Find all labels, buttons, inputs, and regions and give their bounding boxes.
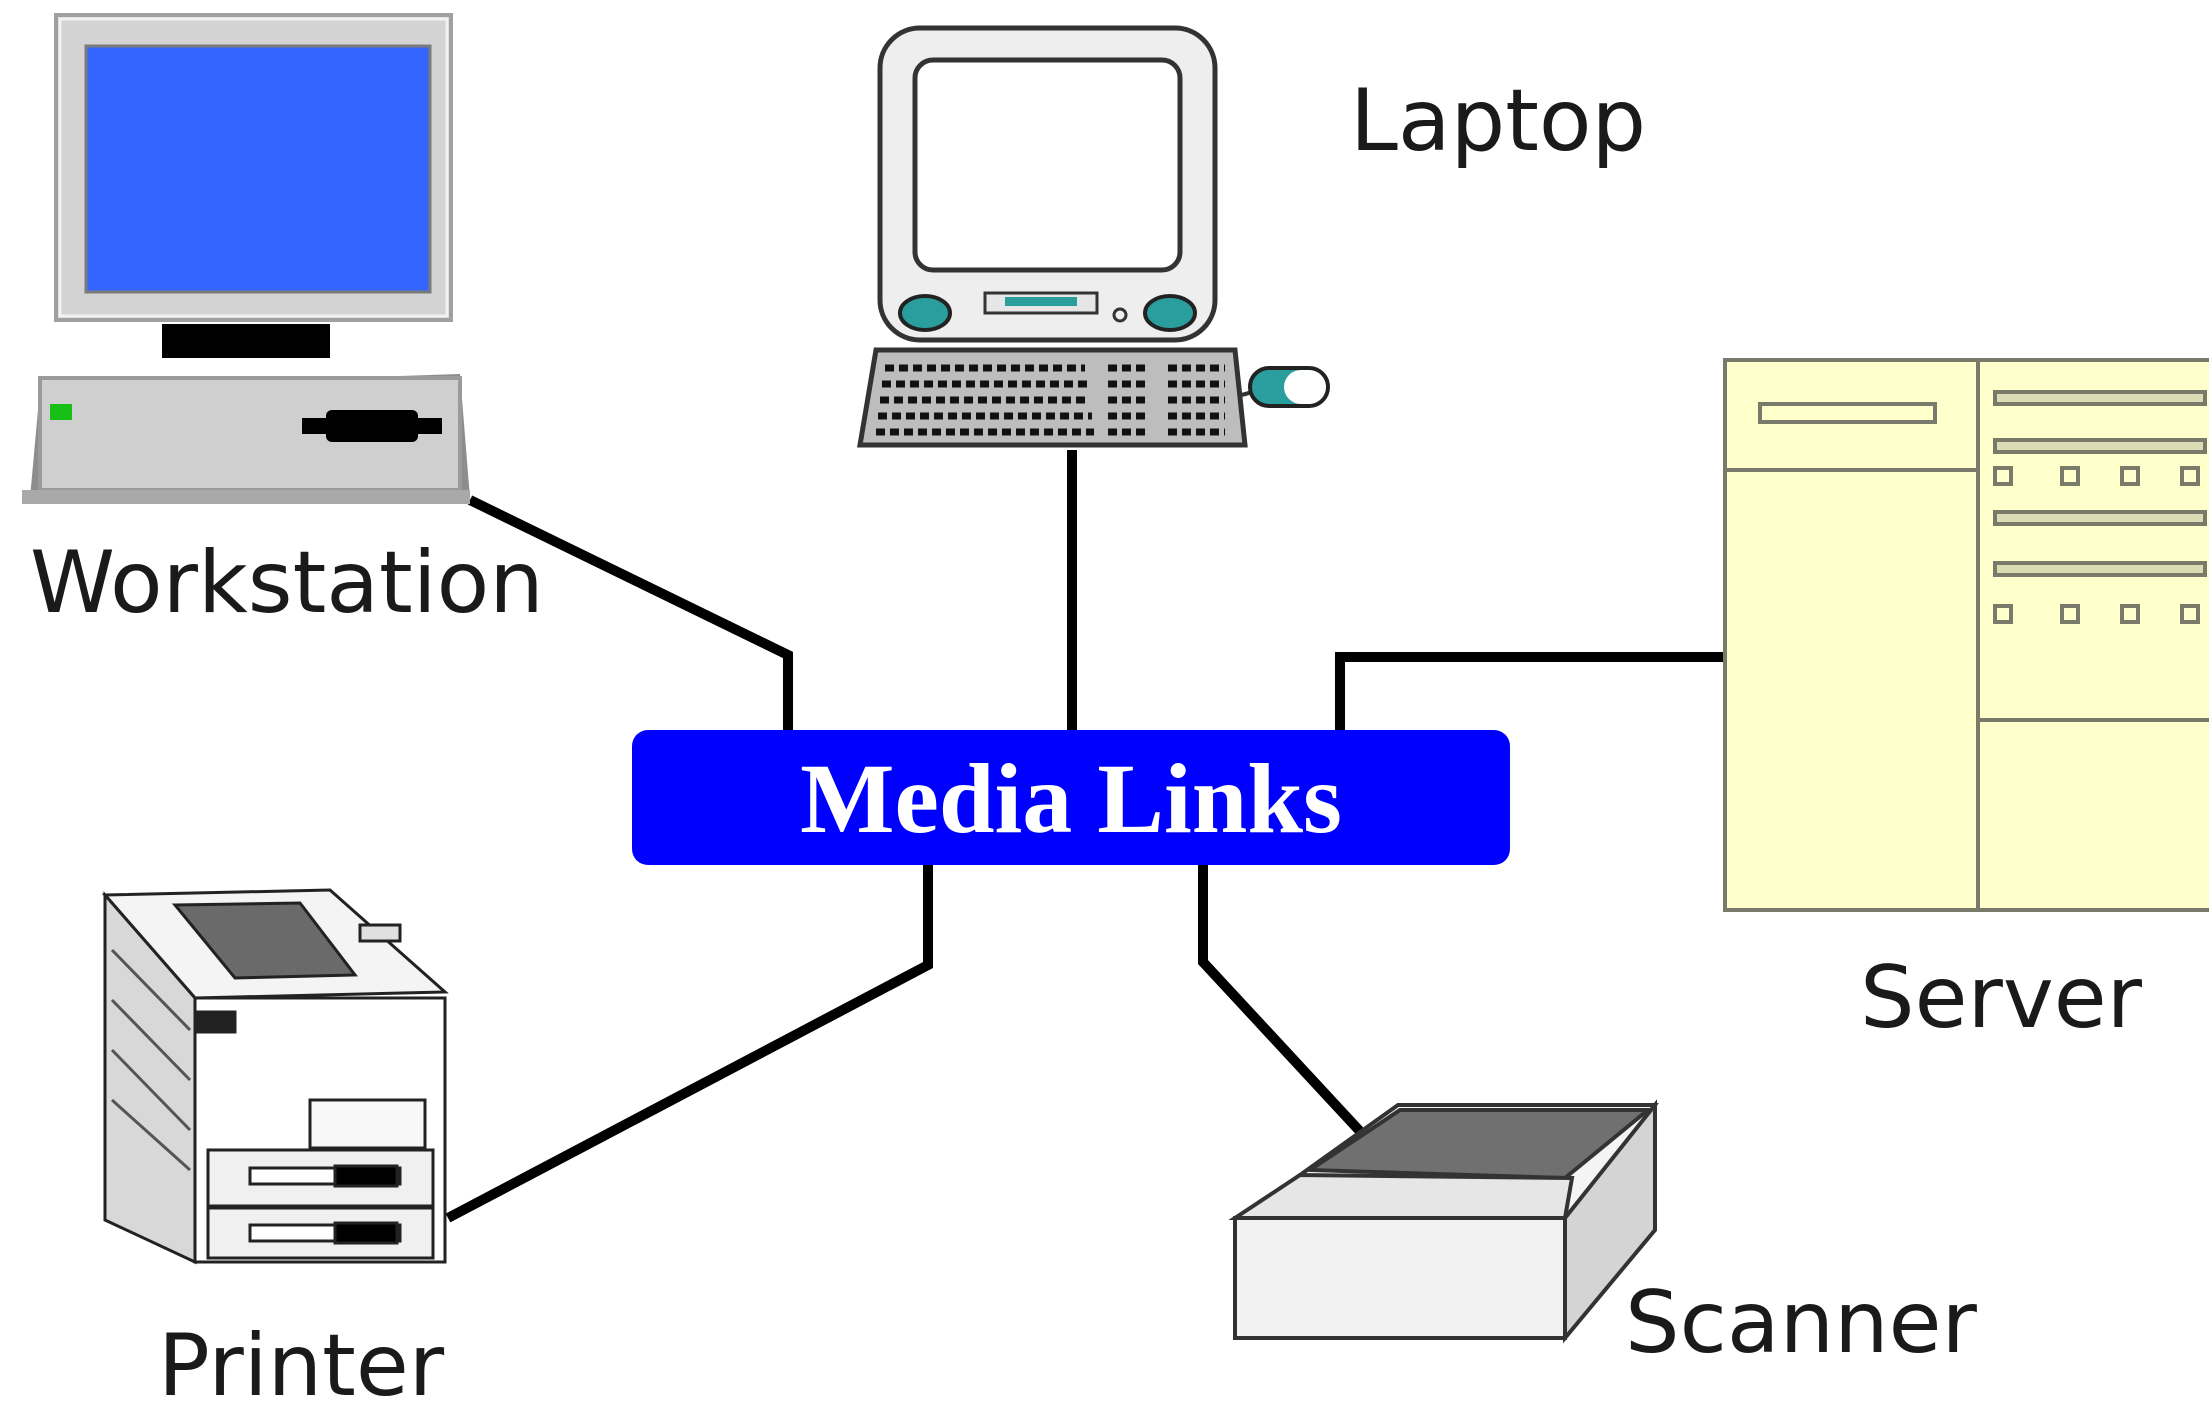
media-links-hub: Media Links — [632, 730, 1510, 865]
laptop-label: Laptop — [1350, 71, 1646, 171]
scanner-icon — [1228, 1099, 1659, 1344]
connector-workstation — [467, 495, 793, 730]
server-icon — [1723, 358, 2209, 912]
laptop-icon — [857, 25, 1330, 448]
printer-label: Printer — [158, 1316, 445, 1405]
connector-server — [1335, 652, 1725, 730]
workstation-icon — [22, 13, 470, 504]
printer-icon — [101, 888, 449, 1265]
connectors — [445, 450, 1725, 1223]
scanner-label: Scanner — [1625, 1273, 1977, 1373]
hub-label: Media Links — [800, 743, 1342, 854]
workstation-label: Workstation — [30, 533, 544, 633]
server-label: Server — [1860, 948, 2143, 1048]
connector-scanner — [1198, 865, 1372, 1144]
connector-printer — [445, 865, 933, 1223]
